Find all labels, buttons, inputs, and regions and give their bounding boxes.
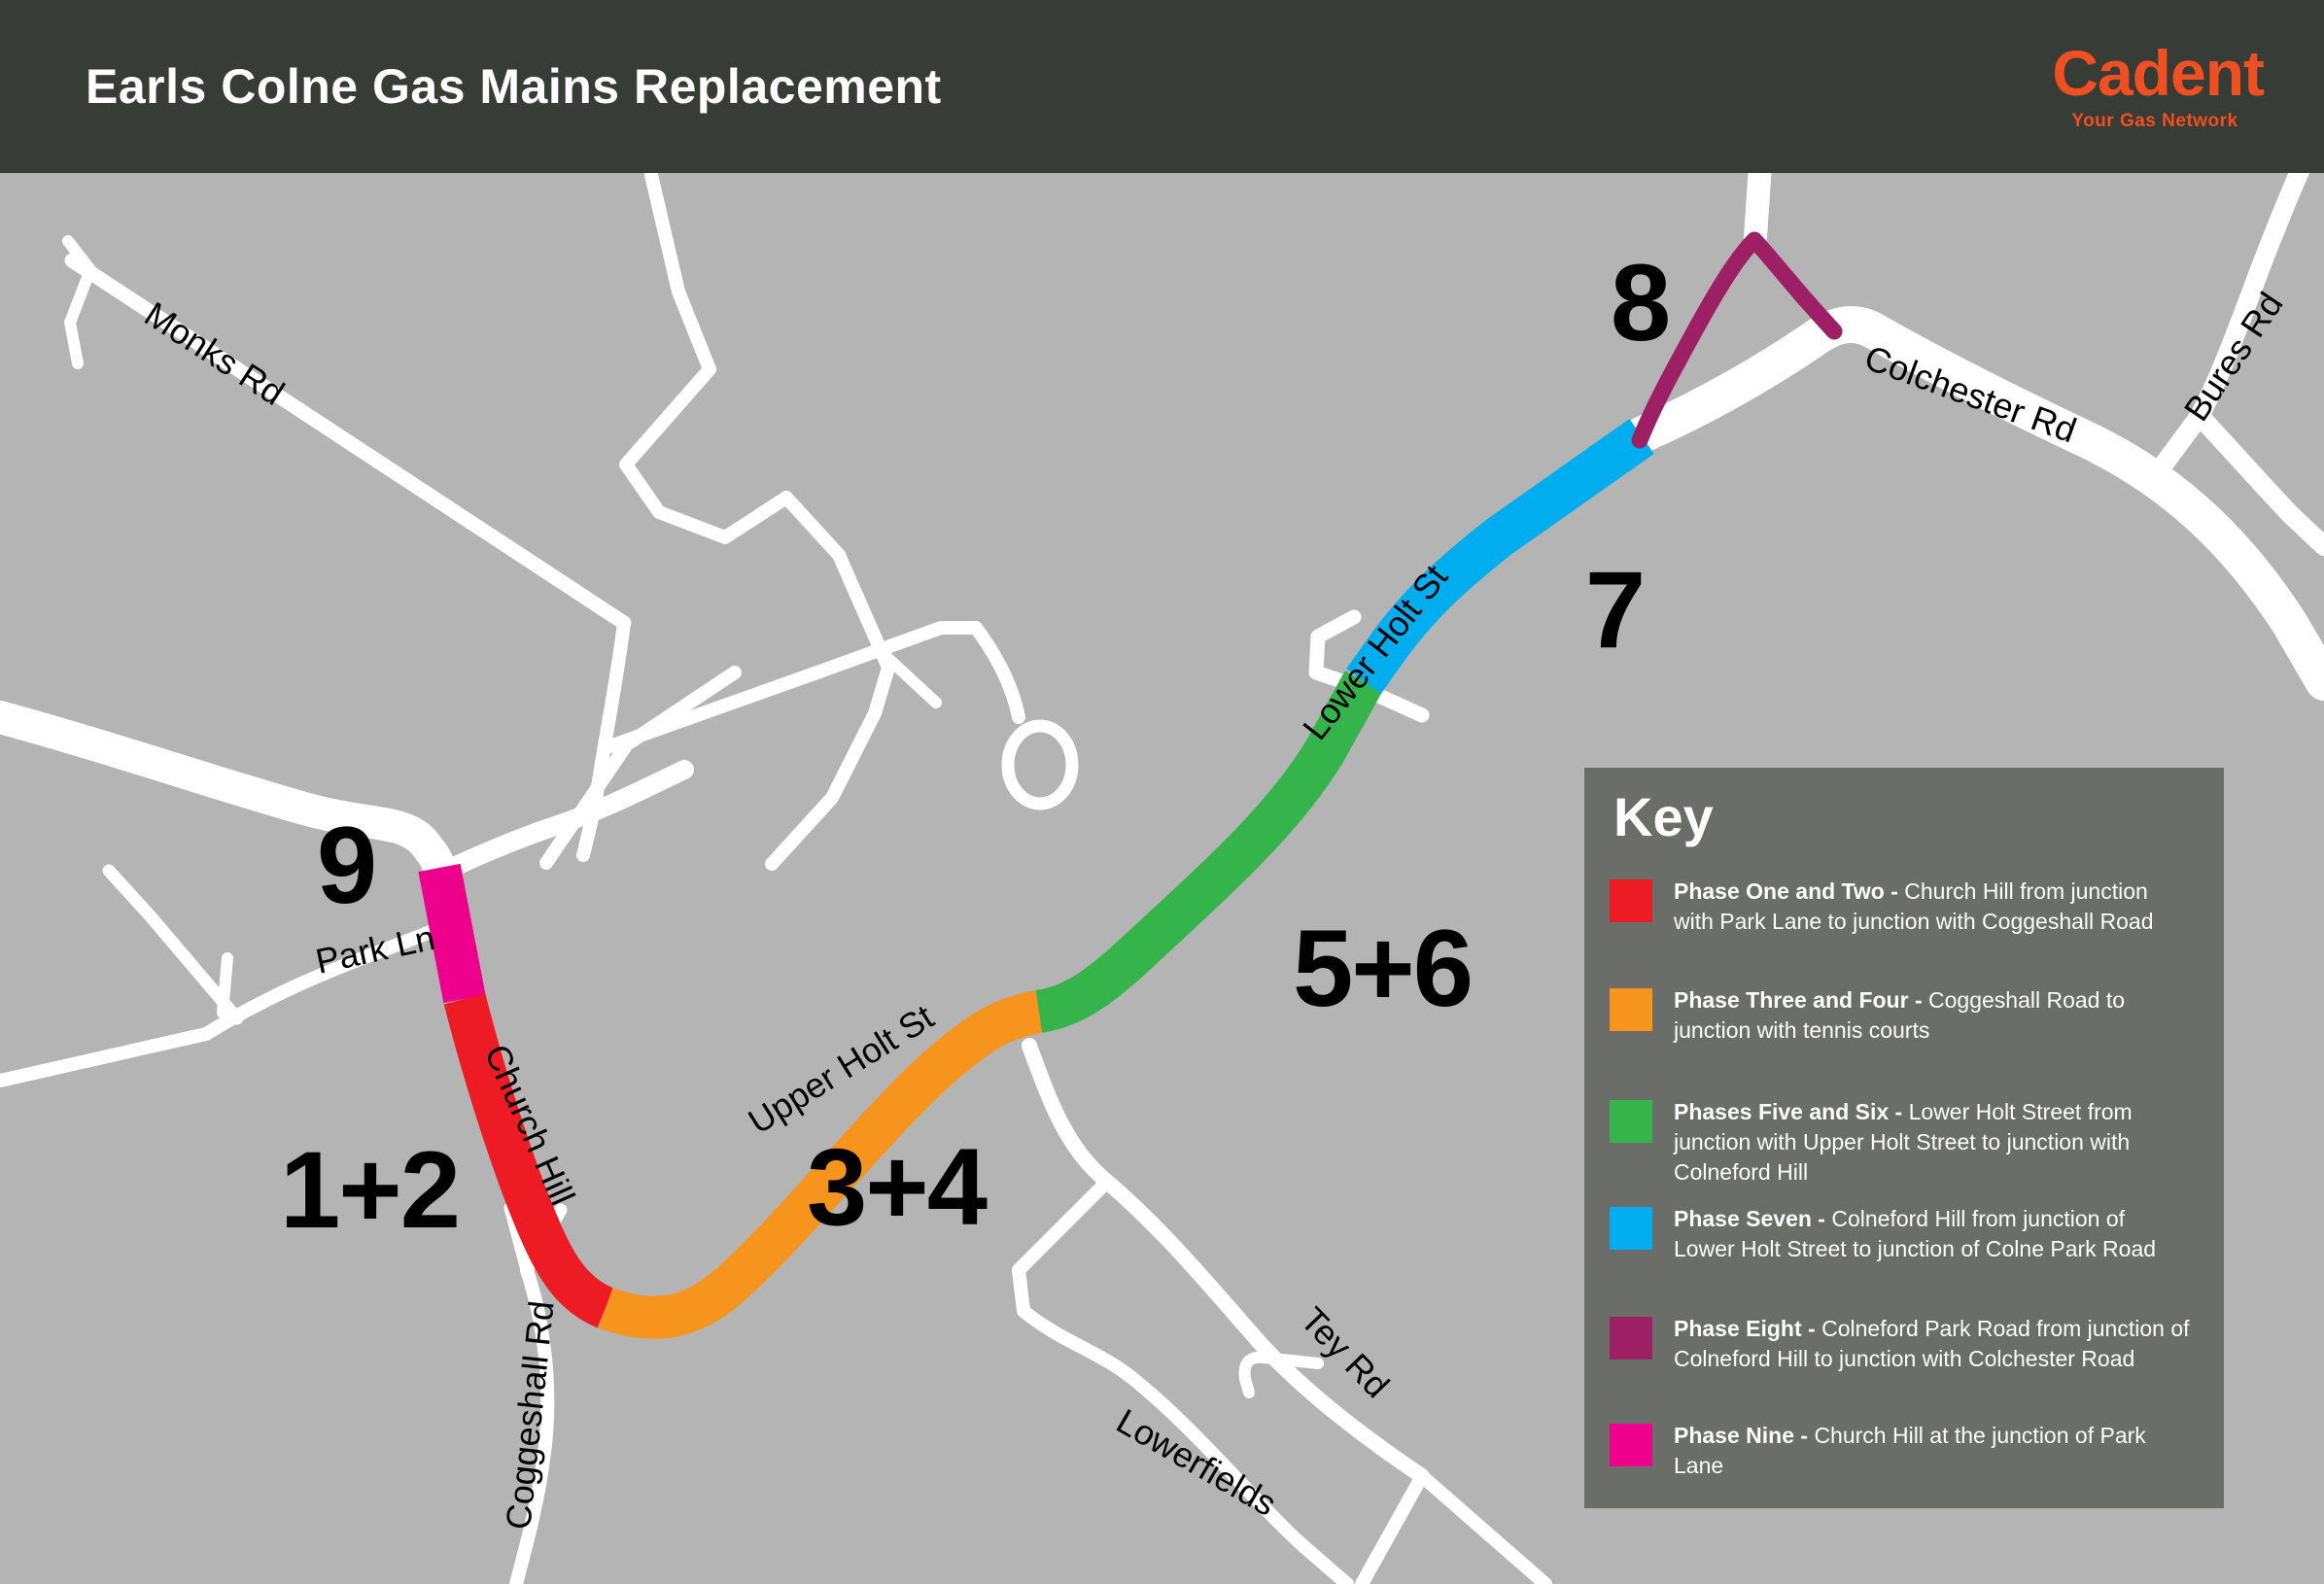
road-coggeshall-rd xyxy=(509,1263,555,1584)
road-center-lane xyxy=(598,621,1025,755)
key-item-text: Phase Eight - Colneford Park Road from j… xyxy=(1674,1316,2190,1371)
road-monks-fork-b xyxy=(64,266,95,369)
key-item-text: Phase Nine - Church Hill at the junction… xyxy=(1674,1423,2146,1478)
phase-1-2-segment xyxy=(443,993,615,1328)
phase-label-9: 9 xyxy=(317,805,375,926)
road-park-lane-branch xyxy=(102,864,244,1025)
road-lowerfields xyxy=(1012,1175,1354,1584)
phase-label-3-4: 3+4 xyxy=(807,1126,988,1248)
key-item-phase-7: Phase Seven - Colneford Hill from juncti… xyxy=(1610,1206,2191,1264)
road-north-zigzag xyxy=(619,168,793,544)
road-park-lane xyxy=(0,922,444,1087)
road-bures-rd xyxy=(2151,144,2317,478)
header-bar: Earls Colne Gas Mains Replacement Cadent… xyxy=(0,0,2324,173)
key-swatch-phase-8 xyxy=(1610,1317,1652,1360)
key-item-text: Phase Three and Four - Coggeshall Road t… xyxy=(1674,987,2126,1043)
road-colchester-rd xyxy=(1624,306,2324,701)
phase-number-labels: 9 1+2 3+4 5+6 7 8 xyxy=(280,242,1671,1251)
phase-route xyxy=(418,231,1843,1339)
cadent-logo-tagline: Your Gas Network xyxy=(2071,111,2238,131)
phase-label-1-2: 1+2 xyxy=(280,1129,459,1251)
phase-5-6-segment xyxy=(1034,671,1383,1033)
page-title: Earls Colne Gas Mains Replacement xyxy=(86,59,942,114)
key-item-text: Phase One and Two - Church Hill from jun… xyxy=(1674,878,2154,934)
key-swatch-phase-1-2 xyxy=(1610,879,1652,922)
road-main-spine xyxy=(0,701,456,890)
road-monks-rd xyxy=(64,253,632,631)
road-center-stub xyxy=(879,649,942,708)
key-item-phase-8: Phase Eight - Colneford Park Road from j… xyxy=(1610,1316,2191,1374)
road-colne-park-stub xyxy=(1744,154,1772,249)
road-tey-fork-left xyxy=(1355,1469,1429,1584)
phase-label-7: 7 xyxy=(1585,549,1644,671)
key-item-text: Phases Five and Six - Lower Holt Street … xyxy=(1674,1099,2133,1185)
cadent-logo: Cadent Your Gas Network xyxy=(2052,37,2265,132)
key-swatch-phase-9 xyxy=(1610,1424,1652,1466)
key-swatch-phase-5-6 xyxy=(1610,1100,1652,1143)
key-item-text: Phase Seven - Colneford Hill from juncti… xyxy=(1674,1206,2157,1261)
phase-9-segment xyxy=(418,863,486,1004)
road-holt-crossing xyxy=(1308,609,1430,723)
road-cul-de-sac-ring xyxy=(1001,719,1079,810)
road-junction-northeast-branch xyxy=(430,760,694,883)
key-title: Key xyxy=(1613,786,1714,847)
key-item-phase-1-2: Phase One and Two - Church Hill from jun… xyxy=(1610,878,2191,937)
key-panel: Key Phase One and Two - Church Hill from… xyxy=(1584,768,2224,1508)
key-item-phase-3-4: Phase Three and Four - Coggeshall Road t… xyxy=(1610,987,2191,1046)
cadent-logo-wordmark: Cadent xyxy=(2052,37,2265,109)
phase-label-5-6: 5+6 xyxy=(1293,908,1472,1029)
key-item-phase-5-6: Phases Five and Six - Lower Holt Street … xyxy=(1610,1099,2191,1188)
road-tey-hook xyxy=(1238,1351,1324,1398)
phase-3-4-segment xyxy=(598,990,1043,1339)
key-swatch-phase-7 xyxy=(1610,1207,1652,1250)
road-bures-branch xyxy=(2190,406,2324,556)
phase-8-segment xyxy=(1631,231,1843,449)
phase-label-8: 8 xyxy=(1611,242,1669,363)
key-swatch-phase-3-4 xyxy=(1610,988,1652,1031)
road-park-lane-stub xyxy=(217,952,233,1018)
road-network xyxy=(0,144,2324,1584)
road-tey-fork-right xyxy=(1415,1469,1552,1584)
road-tey-rd xyxy=(1022,1038,1430,1484)
road-north-zigzag-extension xyxy=(765,491,895,871)
phase-7-segment xyxy=(1346,419,1654,694)
key-item-phase-9: Phase Nine - Church Hill at the junction… xyxy=(1610,1423,2191,1481)
